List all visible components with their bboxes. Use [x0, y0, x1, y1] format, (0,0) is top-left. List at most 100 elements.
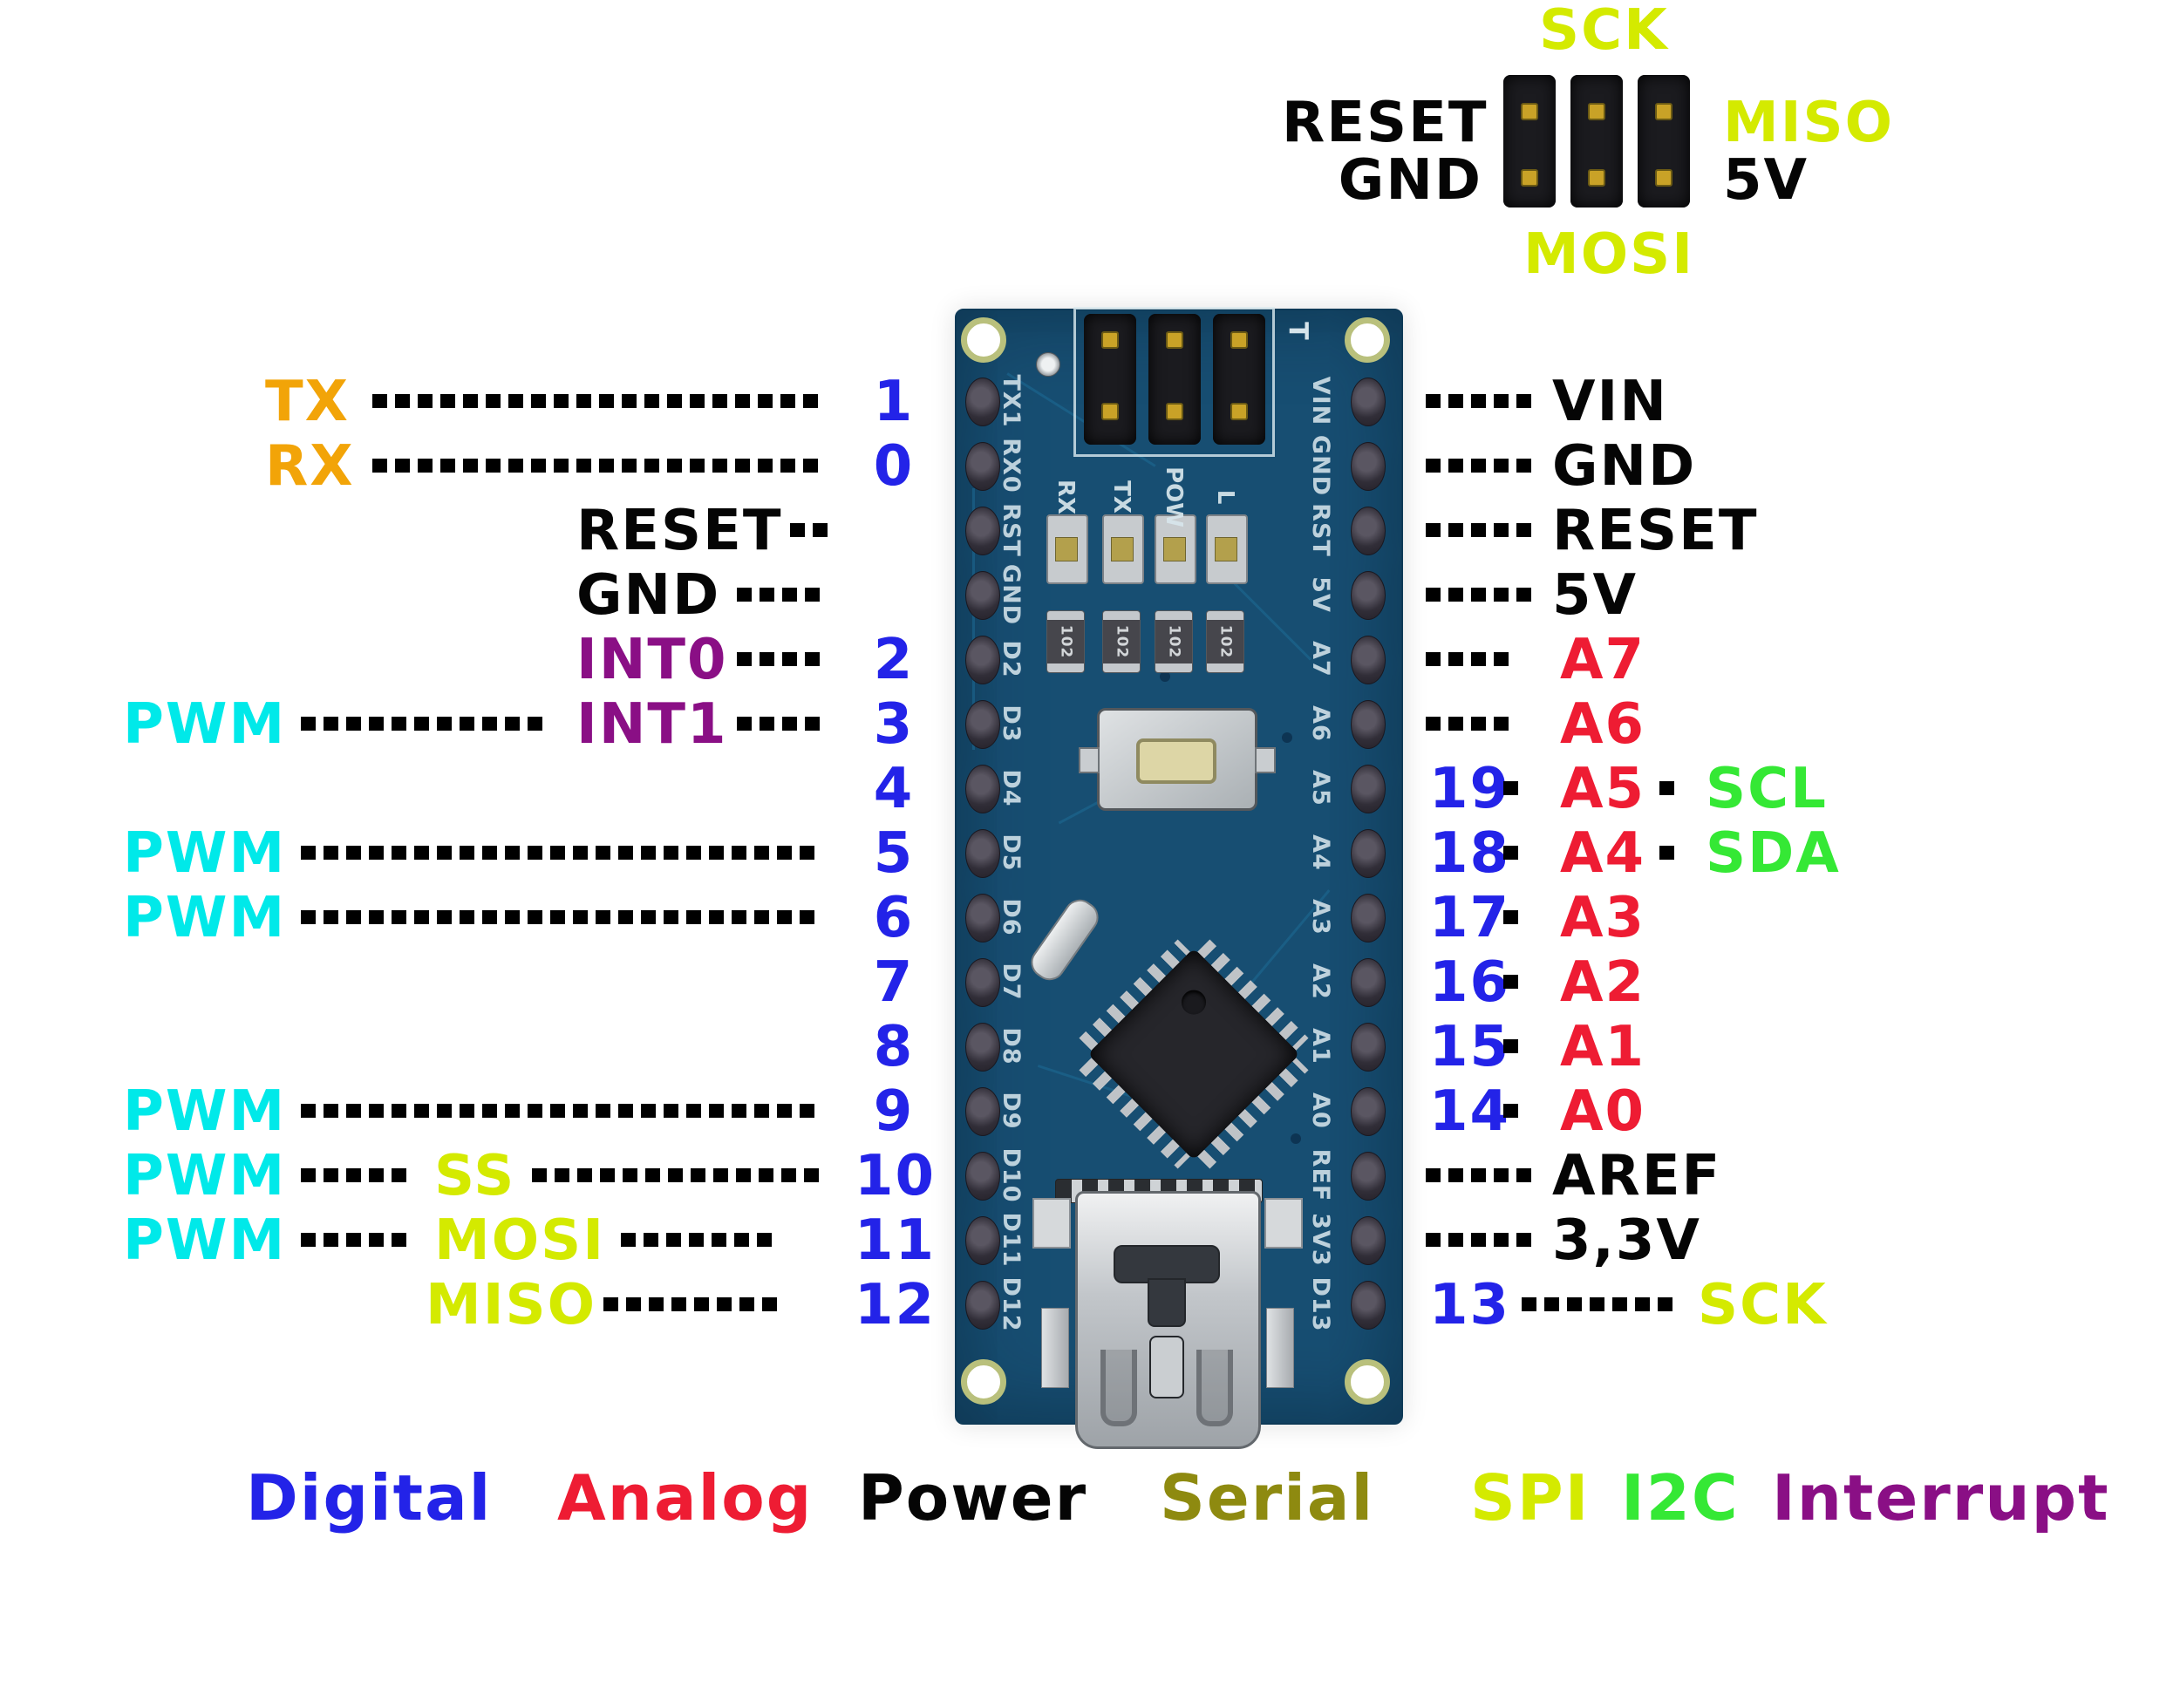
rx-led — [1046, 514, 1088, 584]
leader-dashes — [737, 588, 820, 602]
pin-number-7: 7 — [873, 950, 915, 1015]
usb-solder-pad — [1032, 1198, 1071, 1249]
leader-dashes — [301, 846, 814, 860]
icsp-label-miso: MISO — [1723, 91, 1894, 155]
mounting-hole — [961, 1359, 1006, 1405]
pin-label-reset: RESET — [576, 499, 783, 563]
pin-pad-right — [1351, 636, 1386, 684]
board-icsp-pin — [1101, 331, 1119, 349]
leader-dashes — [1659, 846, 1674, 860]
pin-label-a3: A3 — [1560, 886, 1646, 950]
resistor-marking: 102 — [1216, 624, 1234, 659]
mounting-hole — [1345, 1359, 1390, 1405]
pin-number-9: 9 — [873, 1079, 915, 1144]
pin-pad-left — [965, 1281, 1000, 1330]
icsp-silkscreen-box — [1073, 307, 1275, 457]
leader-dashes — [1426, 394, 1531, 408]
legend-serial: Serial — [1160, 1461, 1375, 1534]
usb-groove — [1196, 1350, 1233, 1426]
via-hole — [1036, 352, 1060, 377]
legend-spi: SPI — [1470, 1461, 1591, 1534]
icsp-label-gnd: GND — [1338, 148, 1482, 213]
pin-number-13: 13 — [1429, 1273, 1511, 1337]
icsp-pin-column — [1638, 75, 1690, 208]
pin-label-sda: SDA — [1706, 821, 1841, 886]
pin-label-a7: A7 — [1560, 628, 1646, 692]
icsp-pin — [1588, 103, 1605, 120]
board-icsp-pin — [1166, 403, 1183, 420]
pcb-via — [1160, 671, 1170, 682]
leader-dashes — [532, 1168, 819, 1182]
pin-pad-left — [965, 1087, 1000, 1136]
pin-number-2: 2 — [873, 628, 915, 692]
pin-pad-left — [965, 1023, 1000, 1072]
leader-dashes — [301, 1233, 406, 1247]
pin-number-19: 19 — [1429, 757, 1511, 821]
usb-groove — [1100, 1350, 1137, 1426]
pin-number-1: 1 — [873, 370, 915, 434]
icsp-pin — [1521, 169, 1538, 187]
mounting-hole — [961, 317, 1006, 363]
resistor-marking: 102 — [1113, 624, 1130, 659]
pin-pad-right — [1351, 1023, 1386, 1072]
pin-number-0: 0 — [873, 434, 915, 499]
chip-dimple — [1176, 984, 1211, 1020]
icsp-label-reset: RESET — [1282, 91, 1489, 155]
icsp-pin — [1655, 169, 1672, 187]
board-icsp-pin — [1230, 403, 1248, 420]
pin-pad-left — [965, 507, 1000, 555]
icsp-label-mosi: MOSI — [1523, 222, 1694, 287]
pin-label-pwm: PWM — [123, 1144, 287, 1208]
pin-label-mosi: MOSI — [434, 1208, 605, 1273]
pcb-via — [1282, 732, 1292, 743]
pin-pad-right — [1351, 1087, 1386, 1136]
reset-button — [1079, 708, 1276, 811]
pin-number-15: 15 — [1429, 1015, 1511, 1079]
leader-dashes — [1426, 459, 1531, 473]
legend-analog: Analog — [557, 1461, 814, 1534]
pin-label-tx: TX — [265, 370, 350, 434]
pin-pad-left — [965, 442, 1000, 491]
button-lead — [1255, 747, 1276, 773]
leader-dashes — [737, 717, 820, 731]
leader-dashes — [1426, 652, 1509, 666]
pin-label-scl: SCL — [1706, 757, 1828, 821]
pin-pad-right — [1351, 442, 1386, 491]
pin-pad-right — [1351, 1281, 1386, 1330]
pin-label-3-3v: 3,3V — [1552, 1208, 1701, 1273]
led-die — [1111, 537, 1134, 561]
usb-side-strip — [1266, 1308, 1294, 1388]
leader-dashes — [301, 717, 542, 731]
pin-pad-right — [1351, 958, 1386, 1007]
pcb-trace — [972, 488, 975, 750]
usb-side-strip — [1041, 1308, 1069, 1388]
pin-label-pwm: PWM — [123, 886, 287, 950]
legend-digital: Digital — [246, 1461, 493, 1534]
pin-label-sck: SCK — [1698, 1273, 1828, 1337]
leader-dashes — [1426, 1233, 1531, 1247]
tx-led — [1102, 514, 1144, 584]
pin-label-int1: INT1 — [576, 692, 728, 757]
leader-dashes — [1503, 910, 1518, 924]
leader-dashes — [621, 1233, 772, 1247]
pin-pad-left — [965, 636, 1000, 684]
leader-dashes — [1503, 846, 1518, 860]
pin-label-a6: A6 — [1560, 692, 1646, 757]
silkscreen-right-d13: D13 — [1307, 1276, 1335, 1332]
pin-label-gnd: GND — [1552, 434, 1697, 499]
icsp-header-graphic — [1503, 75, 1696, 208]
leader-dashes — [301, 910, 814, 924]
pin-number-11: 11 — [855, 1208, 937, 1273]
pin-pad-right — [1351, 700, 1386, 749]
pin-pad-left — [965, 571, 1000, 620]
leader-dashes — [1503, 781, 1518, 795]
pin-label-a5: A5 — [1560, 757, 1646, 821]
board-icsp-pin — [1166, 331, 1183, 349]
leader-dashes — [301, 1104, 814, 1118]
pin-pad-right — [1351, 1152, 1386, 1201]
leader-dashes — [1522, 1297, 1672, 1311]
board-icsp-pin — [1230, 331, 1248, 349]
usb-slot-stem — [1148, 1278, 1186, 1327]
pin-number-8: 8 — [873, 1015, 915, 1079]
